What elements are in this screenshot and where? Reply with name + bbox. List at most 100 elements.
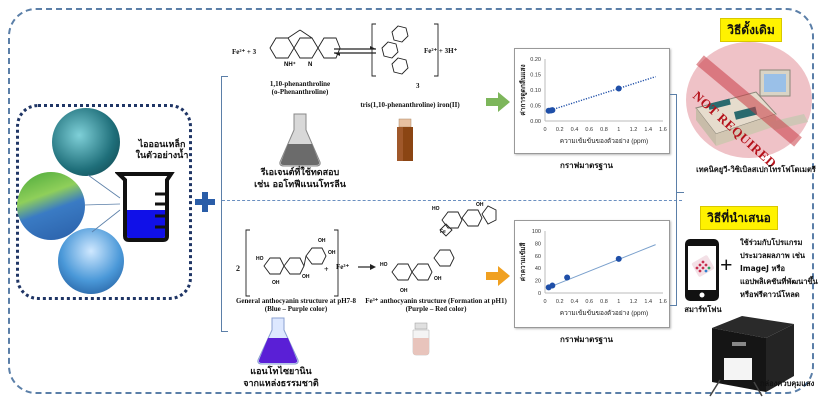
svg-text:OH: OH <box>328 250 336 256</box>
reagent-label-line2: เช่น ออโทฟีแนนโทรลีน <box>254 180 346 190</box>
y-axis-label: ค่าการดูดกลืนแสง <box>519 64 528 115</box>
beaker-icon <box>115 172 175 242</box>
svg-text:OH: OH <box>400 288 408 294</box>
anthocyanin-source-line2: จากแหล่งธรรมชาติ <box>243 379 319 389</box>
y-tick-label: 0 <box>538 291 541 297</box>
x-axis-label: ความเข้มข้นของตัวอย่าง (ppm) <box>560 137 648 145</box>
proposed-plus: + <box>720 252 733 277</box>
proposed-description: ใช้ร่วมกับโปรแกรม ประมวลผลภาพ เช่น Image… <box>740 236 826 301</box>
x-tick-label: 0.8 <box>600 299 608 305</box>
trendline <box>548 244 656 288</box>
pink-vial-icon <box>412 322 430 356</box>
desc-line: หรือฟรีดาวน์โหลด <box>740 290 800 299</box>
proposed-badge: วิธีที่นำเสนอ <box>700 206 778 230</box>
anthocyanin-name: General anthocyanin structure at pH7-8 (… <box>226 297 366 313</box>
lightbox-image <box>709 316 794 397</box>
equilibrium-arrow-icon <box>334 46 376 56</box>
fe-anthocyanin-name: Fe³⁺ anthocyanin structure (Formation at… <box>356 297 516 313</box>
product-name: tris(1,10-phenanthroline) iron(II) <box>360 101 460 109</box>
x-tick-label: 0.4 <box>571 127 579 133</box>
y-tick-label: 0.00 <box>530 119 541 125</box>
y-tick-label: 60 <box>535 254 541 260</box>
reagent-flask-icon <box>279 113 321 167</box>
y-tick-label: 0.05 <box>530 104 541 110</box>
data-point <box>564 274 571 281</box>
x-tick-label: 0.4 <box>571 299 579 305</box>
charts-bracket <box>670 94 677 306</box>
data-point <box>615 85 622 92</box>
svg-text:OH: OH <box>476 202 484 208</box>
x-tick-label: 0 <box>543 299 546 305</box>
reactant-name-line2: (o-Phenanthroline) <box>271 88 329 96</box>
svg-text:HO: HO <box>380 262 388 268</box>
chart-bottom-caption: กราฟมาตรฐาน <box>560 335 613 344</box>
product-vial-icon <box>397 118 413 161</box>
anthocyanin-source-line1: แอนโทไซยานิน <box>250 367 312 377</box>
svg-text:Fe: Fe <box>440 229 446 235</box>
x-tick-label: 0.6 <box>585 299 593 305</box>
x-tick-label: 1.2 <box>630 127 638 133</box>
sample-label: ไอออนเหล็ก ในตัวอย่างน้ำ <box>122 140 202 162</box>
x-tick-label: 0.8 <box>600 127 608 133</box>
charts-bracket-tick <box>676 192 684 193</box>
top-product-formula: Fe²⁺ + 3H⁺ <box>424 47 458 55</box>
nh-label: NH⁺ <box>284 61 296 68</box>
top-reactant-formula: Fe²⁺ + 3 <box>232 48 257 56</box>
x-tick-label: 0 <box>543 127 546 133</box>
y-tick-label: 40 <box>535 266 541 272</box>
chart-top-caption: กราฟมาตรฐาน <box>560 161 613 170</box>
coefficient: 2 <box>236 264 240 273</box>
x-tick-label: 0.6 <box>585 127 593 133</box>
reactant-name-line1: 1,10-phenanthroline <box>269 80 331 88</box>
x-tick-label: 1 <box>617 299 620 305</box>
orange-arrow-icon <box>486 266 510 286</box>
sample-label-line1: ไอออนเหล็ก <box>138 140 186 150</box>
reactant-name: 1,10-phenanthroline (o-Phenanthroline) <box>250 80 350 96</box>
plus-icon <box>195 192 215 212</box>
x-tick-label: 1.4 <box>644 127 652 133</box>
x-tick-label: 0.2 <box>556 127 564 133</box>
y-axis-label: ค่าความเข้มสี <box>518 243 527 282</box>
anthocyanin-structure: HO OH OH OH OH <box>245 229 339 297</box>
y-tick-label: 80 <box>535 241 541 247</box>
green-arrow-icon <box>486 92 510 112</box>
anthocyanin-source-label: แอนโทไซยานิน จากแหล่งธรรมชาติ <box>226 366 336 390</box>
outer-frame <box>8 8 814 394</box>
data-point <box>549 282 556 289</box>
section-divider <box>222 200 682 201</box>
svg-text:OH: OH <box>302 274 310 280</box>
svg-text:OH: OH <box>434 276 442 282</box>
anthocyanin-flask-icon <box>257 317 299 365</box>
desc-line: แอปพลิเคชันที่พัฒนาขึ้น <box>740 277 818 286</box>
spectrophotometer-image <box>695 55 808 147</box>
svg-text:OH: OH <box>318 238 326 244</box>
sample-connector-lines <box>83 174 121 233</box>
svg-text:OH: OH <box>272 280 280 286</box>
water-glass-photo <box>58 228 124 294</box>
phenanthroline-structure: NH⁺ N <box>269 29 341 68</box>
svg-text:HO: HO <box>256 256 264 262</box>
y-tick-label: 20 <box>535 279 541 285</box>
x-tick-label: 1.6 <box>659 127 667 133</box>
traditional-label: เทคนิคยูวี-วิซิเบิลสเปกโทรโฟโตเมตรี <box>696 165 816 174</box>
bottom-plus: + <box>324 265 329 274</box>
sample-label-line2: ในตัวอย่างน้ำ <box>135 151 189 161</box>
trendline <box>548 76 656 112</box>
tris-phenanthroline-iron-structure <box>371 23 439 77</box>
fe-anthocyanin-structure: HO OH OH Fe HO OH <box>380 202 497 294</box>
x-tick-label: 1.6 <box>659 299 667 305</box>
desc-line: ImageJ หรือ <box>740 264 785 273</box>
x-tick-label: 1.2 <box>630 299 638 305</box>
top-product-subscript: 3 <box>416 82 420 90</box>
reagent-label-line1: รีเอเจนต์ที่ใช้ทดสอบ <box>260 168 340 178</box>
water-sampling-photo <box>52 108 120 176</box>
reagent-label: รีเอเจนต์ที่ใช้ทดสอบ เช่น ออโทฟีแนนโทรลี… <box>245 167 355 191</box>
x-tick-label: 1.4 <box>644 299 652 305</box>
reaction-arrow-icon <box>358 264 376 270</box>
y-tick-label: 100 <box>532 229 541 235</box>
anthocyanin-name-line1: General anthocyanin structure at pH7-8 <box>235 297 357 305</box>
anthocyanin-name-line2: (Blue – Purple color) <box>264 305 328 313</box>
